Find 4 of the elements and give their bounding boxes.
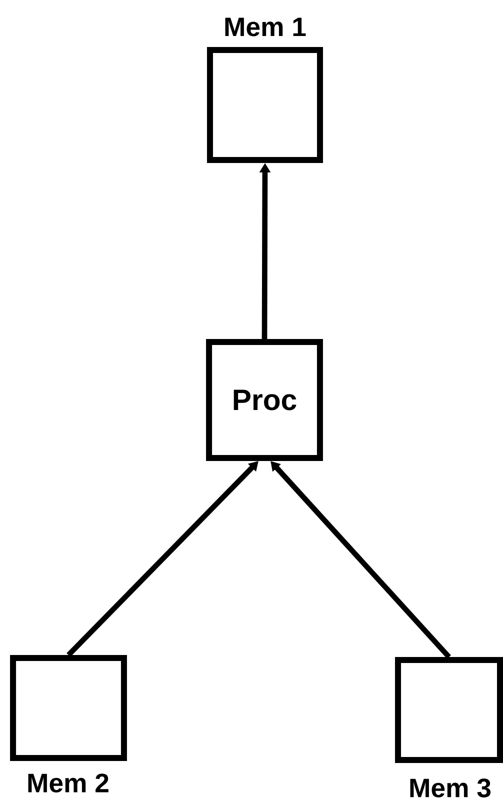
box-label: Mem 3 [410,778,490,798]
processor-box: Proc [206,339,323,461]
box-label: Mem 1 [225,18,306,36]
box-label: Mem 2 [28,774,108,792]
